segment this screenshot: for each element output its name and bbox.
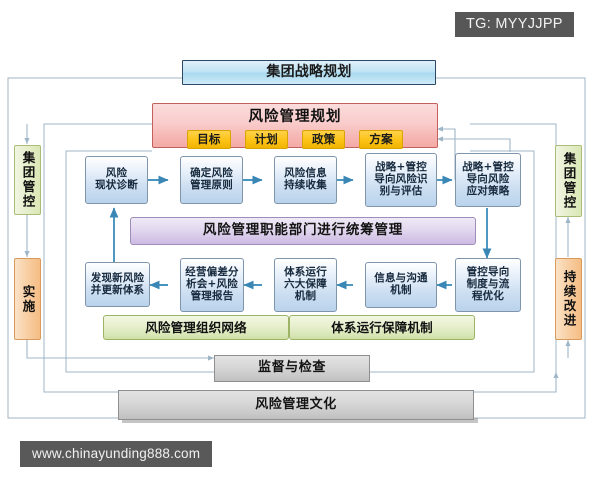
side-left-group-control[interactable]: 集团管控 bbox=[14, 145, 41, 215]
flow-box-define-principles[interactable]: 确定风险 管理原则 bbox=[180, 156, 243, 204]
green-box-operation-guarantee[interactable]: 体系运行保障机制 bbox=[289, 315, 475, 340]
supervision-box[interactable]: 监督与检查 bbox=[214, 355, 370, 382]
risk-management-planning-box[interactable]: 风险管理规划 目标 计划 政策 方案 bbox=[152, 103, 438, 149]
side-right-group-control[interactable]: 集团管控 bbox=[555, 145, 582, 217]
watermark: www.chinayunding888.com bbox=[20, 441, 213, 467]
flow-box-text: 体系运行 六大保障 机制 bbox=[284, 266, 327, 302]
plan-chip-goal[interactable]: 目标 bbox=[187, 130, 231, 149]
side-right-continuous-improvement[interactable]: 持续改进 bbox=[555, 258, 582, 340]
plan-title: 风险管理规划 bbox=[248, 109, 342, 125]
plan-chip-scheme[interactable]: 方案 bbox=[359, 130, 403, 149]
culture-box[interactable]: 风险管理文化 bbox=[118, 390, 474, 420]
plan-chip-plan[interactable]: 计划 bbox=[244, 130, 288, 149]
flow-box-text: 经营偏差分 析会+风险 管理报告 bbox=[185, 266, 239, 302]
flow-box-new-risk-update[interactable]: 发现新风险 并更新体系 bbox=[85, 262, 150, 307]
flow-box-text: 风险 现状诊断 bbox=[95, 167, 138, 191]
plan-chip-row: 目标 计划 政策 方案 bbox=[187, 130, 403, 149]
flow-box-text: 发现新风险 并更新体系 bbox=[90, 271, 145, 296]
flow-box-text: 风险信息 持续收集 bbox=[284, 167, 327, 191]
flow-box-text: 战略+管控 导向风险 应对策略 bbox=[462, 161, 514, 197]
side-left-implementation[interactable]: 实施 bbox=[14, 258, 41, 340]
flow-box-deviation-analysis[interactable]: 经营偏差分 析会+风险 管理报告 bbox=[180, 258, 244, 312]
plan-chip-policy[interactable]: 政策 bbox=[302, 130, 346, 149]
flow-box-info-collection[interactable]: 风险信息 持续收集 bbox=[274, 156, 337, 204]
flow-box-text: 信息与沟通 机制 bbox=[374, 272, 428, 296]
flow-box-text: 管控导向 制度与流 程优化 bbox=[466, 266, 510, 302]
flow-box-process-optimization[interactable]: 管控导向 制度与流 程优化 bbox=[455, 258, 521, 312]
flow-box-risk-diagnosis[interactable]: 风险 现状诊断 bbox=[85, 156, 148, 204]
flow-box-text: 确定风险 管理原则 bbox=[190, 167, 233, 191]
functional-department-bar[interactable]: 风险管理职能部门进行统筹管理 bbox=[130, 217, 476, 245]
green-box-organization-network[interactable]: 风险管理组织网络 bbox=[103, 315, 289, 340]
tg-badge: TG: MYYJJPP bbox=[455, 12, 574, 37]
flow-box-risk-identification[interactable]: 战略+管控 导向风险识 别与评估 bbox=[365, 153, 437, 207]
strategy-planning-box[interactable]: 集团战略规划 bbox=[182, 60, 436, 85]
flow-box-risk-response-strategy[interactable]: 战略+管控 导向风险 应对策略 bbox=[455, 153, 521, 207]
flow-box-info-communication[interactable]: 信息与沟通 机制 bbox=[365, 262, 437, 308]
flow-box-six-guarantees[interactable]: 体系运行 六大保障 机制 bbox=[274, 258, 337, 312]
flow-box-text: 战略+管控 导向风险识 别与评估 bbox=[374, 161, 428, 197]
culture-shadow bbox=[122, 418, 478, 423]
